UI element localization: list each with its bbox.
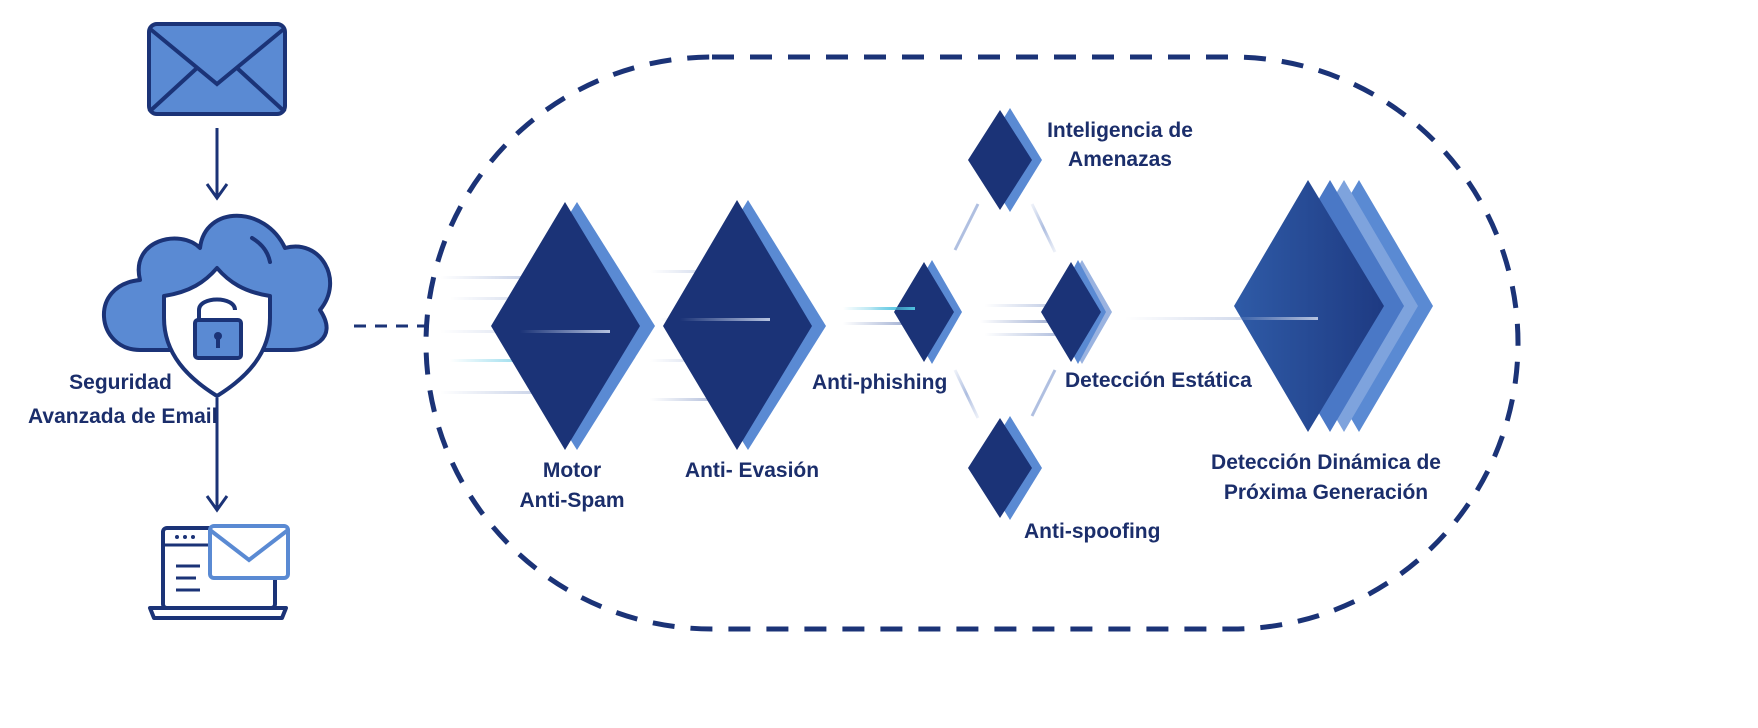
dynamic-detection-diamond-stack <box>1234 180 1433 432</box>
anti-evasion-label-line1: Anti- Evasión <box>684 459 820 482</box>
gateway-label: Seguridad Avanzada de Email <box>28 366 218 434</box>
engines-container-outline <box>423 54 1521 632</box>
static-detection-label-line1: Detección Estática <box>1065 369 1252 392</box>
dynamic-detection-label-line1: Detección Dinámica de <box>1211 451 1441 474</box>
traffic-streaks-overlay <box>520 307 1318 333</box>
threat-intel-diamond <box>968 108 1042 212</box>
cloud-shield-lock-icon <box>101 213 332 398</box>
anti-evasion-diamond <box>663 200 826 450</box>
anti-spam-diamond <box>491 202 655 450</box>
arrow-down-icon <box>205 128 229 201</box>
gateway-label-line2: Avanzada de Email <box>28 405 218 428</box>
anti-spoofing-label: Anti-spoofing <box>1024 517 1160 547</box>
cluster-connectors <box>953 203 1057 419</box>
dynamic-detection-label: Detección Dinámica de Próxima Generación <box>1206 448 1446 508</box>
gateway-label-line1: Seguridad <box>69 371 172 394</box>
anti-phishing-diamond <box>894 260 962 364</box>
anti-spam-label-line2: Anti-Spam <box>519 489 625 512</box>
threat-intel-label-line1: Inteligencia de <box>1047 119 1193 142</box>
anti-phishing-label: Anti-phishing <box>812 368 947 398</box>
static-detection-diamond <box>1041 260 1112 364</box>
anti-evasion-label: Anti- Evasión <box>672 456 832 486</box>
static-detection-label: Detección Estática <box>1065 366 1252 396</box>
threat-intel-label-line2: Amenazas <box>1068 148 1172 171</box>
threat-intel-label: Inteligencia de Amenazas <box>1040 116 1200 174</box>
dynamic-detection-label-line2: Próxima Generación <box>1223 481 1429 504</box>
anti-spoofing-label-line1: Anti-spoofing <box>1024 520 1161 543</box>
laptop-email-icon <box>148 524 290 620</box>
anti-spoofing-diamond <box>968 416 1042 520</box>
anti-phishing-label-line1: Anti-phishing <box>812 371 948 394</box>
anti-spam-label-line1: Motor <box>542 459 602 482</box>
email-envelope-icon <box>147 22 287 116</box>
arrow-down-icon <box>205 398 229 513</box>
anti-spam-label: Motor Anti-Spam <box>502 456 642 516</box>
